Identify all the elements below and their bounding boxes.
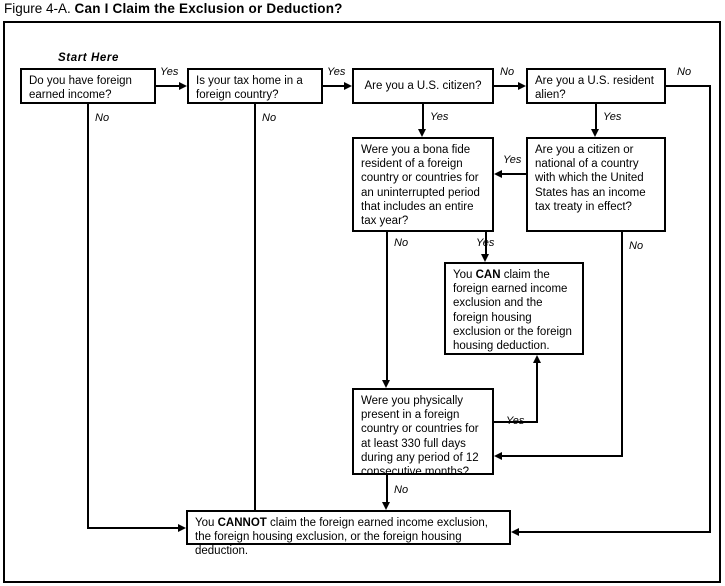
edge-physical-no-vline	[386, 475, 388, 503]
node-tax-treaty[interactable]: Are you a citizen or national of a count…	[526, 137, 666, 232]
page-title: Can I Claim the Exclusion or Deduction?	[74, 1, 343, 16]
arrow-into-tax-treaty	[591, 129, 599, 137]
edge-bonafide-no-vline	[386, 232, 388, 381]
node-bona-fide-resident[interactable]: Were you a bona fide resident of a forei…	[352, 137, 494, 232]
result-cannot-prefix: You	[195, 517, 218, 529]
edge-citizen-yes-vline	[422, 104, 424, 131]
start-here-label: Start Here	[58, 52, 119, 64]
node-foreign-earned-income-text: Do you have foreign earned income?	[29, 75, 132, 102]
edge-physical-yes-vline	[536, 363, 538, 423]
edge-label-treaty-no: No	[629, 240, 644, 252]
result-can-suffix: claim the foreign earned income exclusio…	[453, 269, 572, 353]
arrow-into-tax-home	[179, 81, 187, 90]
arrow-into-cannot-right	[511, 527, 519, 536]
arrow-into-physical-presence-top	[382, 380, 390, 388]
result-can-emphasis: CAN	[475, 269, 501, 281]
node-us-resident-alien-text: Are you a U.S. resident alien?	[535, 75, 654, 102]
edge-income-yes-line	[156, 85, 180, 87]
node-physical-presence-text: Were you physically present in a foreign…	[361, 395, 479, 479]
edge-alien-no-hline-top	[666, 85, 711, 87]
edge-physical-yes-hline	[494, 421, 538, 423]
node-tax-home[interactable]: Is your tax home in a foreign country?	[187, 68, 323, 104]
edge-label-bonafide-yes: Yes	[476, 237, 495, 249]
edge-label-taxhome-no: No	[262, 112, 277, 124]
edge-label-citizen-yes: Yes	[430, 111, 449, 123]
edge-income-no-vline	[87, 104, 89, 529]
arrow-into-bona-fide	[418, 129, 426, 137]
edge-treaty-no-vline	[621, 232, 623, 457]
arrow-into-can-claim-top	[481, 254, 489, 262]
edge-label-taxhome-yes: Yes	[327, 66, 346, 78]
edge-label-alien-yes: Yes	[603, 111, 622, 123]
result-can-prefix: You	[453, 269, 476, 281]
edge-label-bonafide-no: No	[394, 237, 409, 249]
arrow-into-can-claim-bottom	[532, 355, 541, 363]
edge-alien-no-vline	[709, 85, 711, 533]
node-physical-presence[interactable]: Were you physically present in a foreign…	[352, 388, 494, 478]
edge-taxhome-yes-line	[323, 85, 345, 87]
result-cannot-suffix: claim the foreign earned income exclusio…	[195, 517, 488, 558]
edge-income-no-hline	[87, 527, 179, 529]
node-result-can-claim[interactable]: You CAN claim the foreign earned income …	[444, 262, 584, 355]
node-tax-treaty-text: Are you a citizen or national of a count…	[535, 144, 646, 213]
edge-label-physical-yes: Yes	[506, 415, 525, 427]
edge-bonafide-yes-vline	[485, 232, 487, 255]
node-result-cannot-claim[interactable]: You CANNOT claim the foreign earned inco…	[186, 510, 511, 557]
figure-border	[3, 21, 721, 583]
node-us-resident-alien[interactable]: Are you a U.S. resident alien?	[526, 68, 666, 104]
edge-label-treaty-yes: Yes	[503, 154, 522, 166]
edge-label-physical-no: No	[394, 484, 409, 496]
figure-number: Figure 4-A.	[4, 1, 71, 16]
figure-caption: Figure 4-A. Can I Claim the Exclusion or…	[4, 0, 704, 18]
node-us-citizen[interactable]: Are you a U.S. citizen?	[352, 68, 494, 104]
result-cannot-emphasis: CANNOT	[217, 517, 267, 529]
edge-label-citizen-no: No	[500, 66, 515, 78]
arrow-into-resident-alien	[518, 81, 526, 90]
edge-citizen-no-line	[494, 85, 520, 87]
arrow-into-us-citizen	[344, 81, 352, 90]
edge-taxhome-no-vline	[254, 104, 256, 510]
arrow-into-cannot-top	[382, 502, 390, 510]
edge-treaty-yes-line	[502, 173, 528, 175]
node-foreign-earned-income[interactable]: Do you have foreign earned income?	[20, 68, 156, 104]
edge-alien-yes-vline	[595, 104, 597, 131]
edge-label-income-yes: Yes	[160, 66, 179, 78]
node-tax-home-text: Is your tax home in a foreign country?	[196, 75, 303, 102]
arrow-into-bona-fide-right	[494, 169, 502, 178]
edge-alien-no-hline-bottom	[519, 531, 711, 533]
node-bona-fide-resident-text: Were you a bona fide resident of a forei…	[361, 144, 480, 228]
arrow-into-cannot-left	[178, 523, 186, 532]
arrow-into-physical-presence-right	[494, 451, 502, 460]
edge-treaty-no-hline	[502, 455, 623, 457]
node-result-cannot-claim-text: You CANNOT claim the foreign earned inco…	[195, 516, 505, 559]
node-result-can-claim-text: You CAN claim the foreign earned income …	[453, 268, 578, 353]
edge-label-income-no: No	[95, 112, 110, 124]
node-us-citizen-text: Are you a U.S. citizen?	[364, 79, 482, 92]
edge-label-alien-no: No	[677, 66, 692, 78]
